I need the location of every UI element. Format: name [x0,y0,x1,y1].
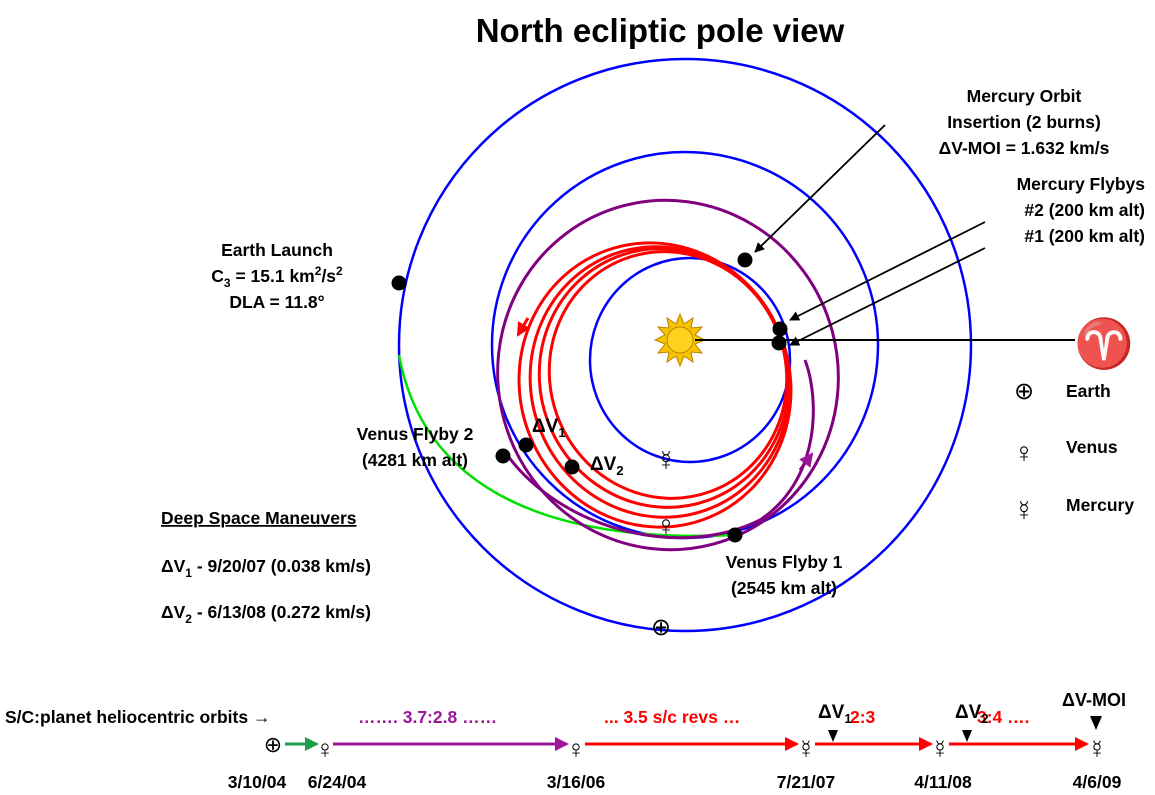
flyby-1-pointer [789,247,986,346]
timeline-venus-icon-2: ♀ [566,734,586,764]
date-launch: 3/10/04 [228,772,287,792]
moi-point [737,252,753,268]
transfer-direction-arrow [798,452,814,471]
dsm-header: Deep Space Maneuvers [161,508,357,528]
mercury-icon: ☿ [656,445,677,476]
legend-earth-label: Earth [1066,381,1111,401]
transfer-orbits [496,198,840,552]
legend-mercury-icon: ☿ [1014,495,1035,526]
timeline-dates: 3/10/04 6/24/04 3/16/06 7/21/07 4/11/08 … [228,772,1122,792]
venus-flyby-2-label: Venus Flyby 2 (4281 km alt) [357,424,474,470]
timeline-heading: S/C:planet heliocentric orbits → [5,707,270,727]
earth-launch-point [391,275,407,291]
earth-icon: ⊕ [651,614,671,641]
sun-icon [653,312,707,368]
timeline-mercury-icon-3: ☿ [1087,734,1107,764]
svg-text:#1 (200 km alt): #1 (200 km alt) [1024,226,1145,246]
legend-venus-label: Venus [1066,437,1118,457]
aries-icon: ♈ [1074,316,1134,371]
venus-icon: ♀ [656,510,677,541]
date-mercury-2: 4/11/08 [914,772,972,792]
flyby-2-pointer [789,221,986,321]
venus-flyby-2-point [495,448,511,464]
timeline-segment-2: ... 3.5 s/c revs … [604,707,740,727]
svg-text:C3 = 15.1 km2/s2: C3 = 15.1 km2/s2 [211,264,343,290]
rev-3 [537,247,791,509]
svg-text:(4281 km alt): (4281 km alt) [362,450,468,470]
legend-venus-icon: ♀ [1014,437,1035,468]
timeline-segment-4: 3:4 …. [977,707,1030,727]
date-mercury-1: 7/21/07 [777,772,835,792]
mercury-flyby-2-point [772,321,788,337]
earth-launch-label: Earth Launch C3 = 15.1 km2/s2 DLA = 11.8… [211,240,343,312]
moi-pointer [754,124,886,253]
event-markers [391,252,788,543]
svg-text:Earth Launch: Earth Launch [221,240,333,260]
dv1-label: ΔV1 [532,416,566,440]
mercury-orbit [588,256,792,464]
svg-text:DLA = 11.8°: DLA = 11.8° [229,292,324,312]
svg-text:Venus Flyby 1: Venus Flyby 1 [726,552,843,572]
venus-flyby-1-point [727,527,743,543]
transfer-orbit-1 [496,198,840,552]
dv2-label: ΔV2 [590,454,624,478]
moi-label: Mercury Orbit Insertion (2 burns) ΔV-MOI… [939,86,1110,158]
svg-text:ΔV-MOI = 1.632 km/s: ΔV-MOI = 1.632 km/s [939,138,1110,158]
legend: ⊕ Earth ♀ Venus ☿ Mercury [1014,378,1135,526]
dv2-point [564,459,580,475]
svg-text:Mercury Orbit: Mercury Orbit [967,86,1082,106]
svg-text:Mercury Flybys: Mercury Flybys [1017,174,1146,194]
earth-to-venus-leg [397,354,736,538]
svg-text:ΔV1: ΔV1 [818,702,852,726]
mercury-flybys-label: Mercury Flybys #2 (200 km alt) #1 (200 k… [1017,174,1146,246]
rev-direction-arrow [516,317,531,337]
timeline-venus-icon-1: ♀ [315,734,335,764]
timeline-segment-3: 2:3 [850,707,876,727]
legend-mercury-label: Mercury [1066,495,1134,515]
earth-orbit [397,57,973,633]
venus-flyby-1-label: Venus Flyby 1 (2545 km alt) [726,552,843,598]
svg-text:(2545 km alt): (2545 km alt) [731,578,837,598]
timeline: S/C:planet heliocentric orbits → ……. 3.7… [5,690,1126,792]
transfer-orbit-2 [503,359,815,540]
timeline-earth-icon: ⊕ [264,732,282,757]
diagram-title: North ecliptic pole view [476,12,845,49]
timeline-moi-marker: ΔV-MOI [1062,690,1126,730]
svg-text:ΔV2: ΔV2 [955,702,989,726]
svg-text:#2 (200 km alt): #2 (200 km alt) [1024,200,1145,220]
svg-text:Insertion (2 burns): Insertion (2 burns) [947,112,1101,132]
date-venus-2: 3/16/06 [547,772,606,792]
timeline-segment-1: ……. 3.7:2.8 …… [358,707,497,727]
legend-earth-icon: ⊕ [1014,378,1034,405]
dsm-1: ΔV1 - 9/20/07 (0.038 km/s) [161,556,371,580]
svg-text:Venus Flyby 2: Venus Flyby 2 [357,424,474,444]
dsm-2: ΔV2 - 6/13/08 (0.272 km/s) [161,602,371,626]
timeline-mercury-icon-2: ☿ [930,734,950,764]
date-moi: 4/6/09 [1073,772,1122,792]
dv1-point [518,437,534,453]
svg-text:ΔV-MOI: ΔV-MOI [1062,690,1126,710]
timeline-dv1-marker: ΔV1 [818,702,852,742]
mercury-flyby-1-point [771,335,787,351]
date-venus-1: 6/24/04 [308,772,367,792]
timeline-mercury-icon-1: ☿ [796,734,816,764]
